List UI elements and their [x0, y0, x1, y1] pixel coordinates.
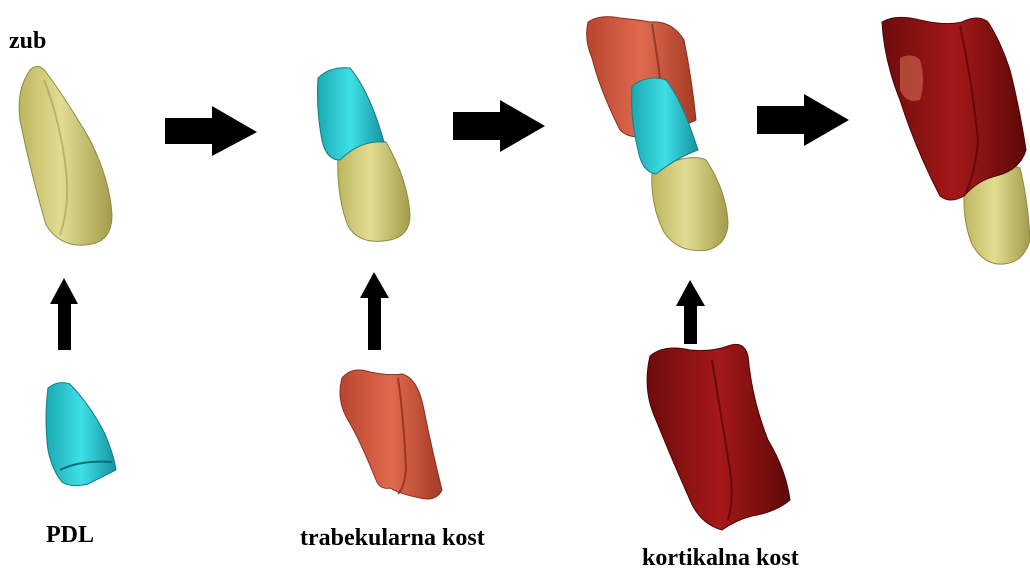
tooth-with-pdl-model [318, 68, 411, 242]
arrow-up-2 [360, 272, 389, 350]
cortical-bone-label: kortikalna kost [642, 545, 799, 572]
arrow-right-3 [757, 94, 849, 146]
arrow-right-1 [165, 106, 257, 156]
arrow-up-1 [50, 278, 78, 350]
pdl-label: PDL [46, 522, 94, 549]
full-assembly-model [882, 17, 1030, 264]
arrow-up-3 [676, 280, 705, 344]
trabecular-bone-model [340, 370, 442, 499]
arrow-right-2 [453, 100, 545, 152]
cortical-bone-model [647, 344, 790, 530]
tooth-pdl-trabecular-model [587, 17, 728, 251]
trabecular-bone-label: trabekularna kost [300, 525, 485, 552]
tooth-label: zub [9, 28, 46, 55]
tooth-model [19, 66, 112, 245]
pdl-model [46, 383, 116, 486]
